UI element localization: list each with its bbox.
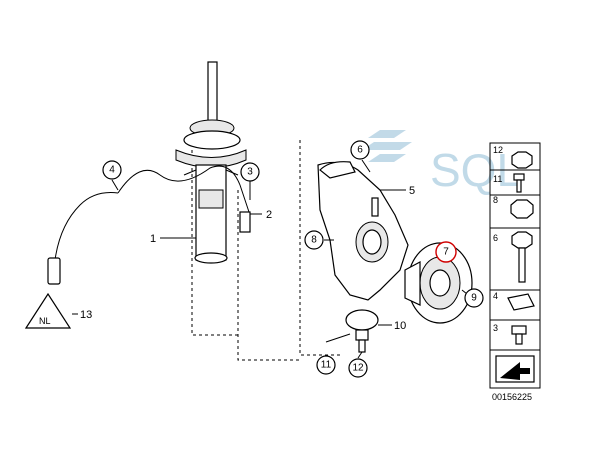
abs-sensor	[47, 165, 251, 285]
svg-text:11: 11	[493, 174, 502, 184]
svg-text:7: 7	[443, 247, 449, 258]
warning-triangle: NL	[24, 292, 72, 329]
arrow-icon	[495, 355, 535, 383]
svg-text:2: 2	[266, 209, 272, 221]
callout-12[interactable]: 12	[348, 358, 368, 378]
callout-1[interactable]: 1	[150, 233, 156, 245]
svg-text:6: 6	[357, 145, 363, 156]
callout-10[interactable]: 10	[394, 320, 406, 332]
svg-text:5: 5	[409, 185, 415, 197]
svg-text:3: 3	[493, 323, 498, 333]
side-item-12[interactable]: 12	[493, 145, 533, 169]
steering-knuckle	[317, 161, 409, 301]
svg-text:4: 4	[109, 165, 115, 176]
svg-text:3: 3	[247, 167, 253, 178]
callout-2[interactable]: 2	[266, 209, 272, 221]
side-item-3[interactable]: 3	[493, 323, 527, 345]
svg-text:10: 10	[394, 320, 406, 332]
ball-joint	[345, 309, 379, 353]
svg-text:8: 8	[311, 235, 317, 246]
warning-label: NL	[39, 316, 51, 326]
leader-lines	[72, 159, 473, 359]
callout-9[interactable]: 9	[464, 288, 484, 308]
side-parts-list: 12 11 8 6 4 3	[489, 142, 541, 389]
side-item-4[interactable]: 4	[493, 291, 535, 311]
callout-4[interactable]: 4	[102, 160, 122, 180]
svg-text:13: 13	[80, 309, 92, 321]
svg-text:12: 12	[352, 363, 364, 374]
svg-text:6: 6	[493, 233, 498, 243]
svg-text:4: 4	[493, 291, 498, 301]
reference-code: 00156225	[492, 392, 532, 402]
svg-text:12: 12	[493, 145, 503, 155]
side-item-11[interactable]: 11	[493, 173, 525, 193]
dashed-guides	[191, 140, 340, 361]
callout-13[interactable]: 13	[80, 309, 92, 321]
callout-7[interactable]: 7	[435, 241, 457, 263]
callout-6[interactable]: 6	[350, 140, 370, 160]
side-item-8[interactable]: 8	[493, 195, 534, 219]
svg-text:11: 11	[321, 360, 332, 371]
svg-text:9: 9	[471, 293, 477, 304]
svg-text:1: 1	[150, 233, 156, 245]
watermark: SQL	[362, 130, 522, 196]
strut-assembly	[175, 61, 247, 264]
callout-11[interactable]: 11	[316, 355, 336, 375]
callout-8[interactable]: 8	[304, 230, 324, 250]
callout-5[interactable]: 5	[409, 185, 415, 197]
callout-3[interactable]: 3	[240, 162, 260, 182]
svg-text:8: 8	[493, 195, 498, 205]
side-item-6[interactable]: 6	[493, 231, 533, 283]
